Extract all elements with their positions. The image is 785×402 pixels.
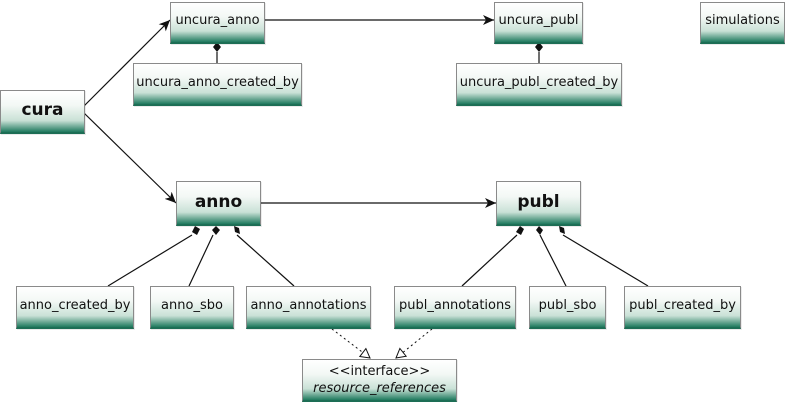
node-uncura-anno[interactable]: uncura_anno: [170, 2, 265, 44]
node-label: uncura_publ: [498, 13, 579, 28]
node-anno-created-by[interactable]: anno_created_by: [16, 286, 134, 329]
node-label: publ_created_by: [629, 297, 736, 313]
node-publ-created-by[interactable]: publ_created_by: [624, 286, 741, 329]
node-label: publ: [517, 191, 560, 212]
diamond-marker: [536, 226, 543, 235]
node-label: publ_annotations: [399, 297, 511, 313]
node-resource-references-interface[interactable]: <<interface>> resource_references: [302, 359, 457, 402]
node-uncura-anno-created-by[interactable]: uncura_anno_created_by: [133, 63, 302, 106]
diamond-marker: [516, 226, 524, 235]
edge-cura-anno: [83, 112, 177, 204]
diamond-marker: [234, 226, 240, 234]
interface-stereotype: <<interface>>: [328, 364, 431, 379]
node-publ-sbo[interactable]: publ_sbo: [529, 286, 606, 329]
node-label: uncura_anno: [175, 13, 260, 28]
edge-anno-annotations-resource-references: [331, 328, 371, 359]
node-simulations[interactable]: simulations: [700, 2, 785, 44]
edge-publ-sbo: [539, 234, 567, 287]
node-label: anno_annotations: [250, 297, 367, 313]
node-label: simulations: [705, 13, 780, 28]
edge-publ-annotations: [461, 234, 518, 287]
edge-anno-annotations: [236, 234, 295, 287]
diamond-marker: [213, 42, 221, 52]
diamond-marker: [212, 226, 220, 235]
node-label: anno: [194, 191, 243, 212]
interface-name: resource_references: [313, 381, 446, 396]
diamond-marker: [559, 226, 565, 234]
node-publ[interactable]: publ: [496, 181, 581, 226]
edge-cura-uncura-anno: [83, 19, 171, 107]
node-anno-annotations[interactable]: anno_annotations: [246, 286, 371, 329]
node-label: publ_sbo: [538, 297, 597, 313]
diamond-marker: [535, 42, 543, 52]
node-uncura-publ-created-by[interactable]: uncura_publ_created_by: [456, 63, 622, 106]
node-label: anno_created_by: [19, 297, 131, 313]
node-label: cura: [21, 100, 64, 120]
node-anno-sbo[interactable]: anno_sbo: [150, 286, 234, 329]
node-uncura-publ[interactable]: uncura_publ: [494, 2, 583, 44]
node-anno[interactable]: anno: [176, 181, 261, 226]
edge-anno-created-by: [107, 234, 193, 287]
diamond-marker: [192, 226, 200, 235]
node-label: anno_sbo: [161, 297, 223, 313]
node-label: uncura_publ_created_by: [459, 74, 619, 90]
edge-publ-annotations-resource-references: [395, 328, 433, 359]
edge-anno-sbo: [188, 234, 214, 287]
node-label: uncura_anno_created_by: [136, 74, 299, 90]
node-cura[interactable]: cura: [0, 90, 85, 134]
node-publ-annotations[interactable]: publ_annotations: [394, 286, 516, 329]
edge-publ-created-by: [562, 234, 649, 287]
